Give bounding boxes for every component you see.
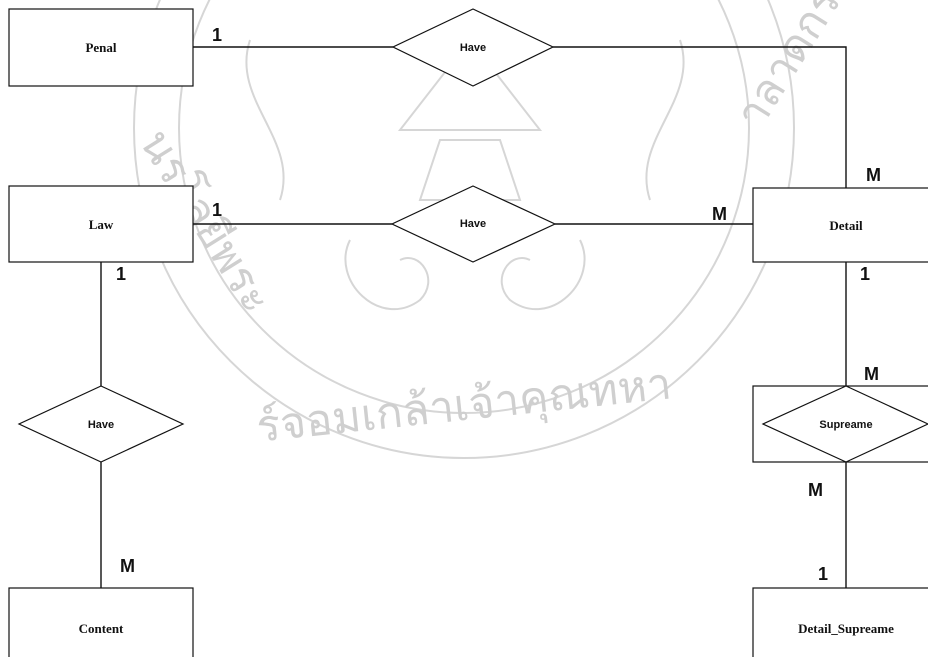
entity-law-label: Law <box>89 217 114 232</box>
cardinality-detail-supreame-up: 1 <box>818 564 828 584</box>
relationship-have-mid: Have <box>392 186 555 262</box>
entity-penal-label: Penal <box>85 40 116 55</box>
entity-law: Law <box>9 186 193 262</box>
entity-detail-label: Detail <box>829 218 863 233</box>
relationship-have-top: Have <box>393 9 553 86</box>
cardinality-supreame-down: M <box>808 480 823 500</box>
watermark-right-text: าลาดกระบัง <box>726 0 890 137</box>
relationship-have-left-label: Have <box>88 419 114 431</box>
cardinality-have-detail-mid: M <box>712 204 727 224</box>
relationship-have-top-label: Have <box>460 42 486 54</box>
entity-detail-supreame: Detail_Supreame <box>753 588 928 657</box>
entity-content-label: Content <box>79 621 124 636</box>
cardinality-law-down: 1 <box>116 264 126 284</box>
cardinality-content-up: M <box>120 556 135 576</box>
cardinality-law-have: 1 <box>212 200 222 220</box>
cardinality-penal-have: 1 <box>212 25 222 45</box>
entity-detail-supreame-label: Detail_Supreame <box>798 621 894 636</box>
entity-detail: Detail <box>753 188 928 262</box>
relationship-have-mid-label: Have <box>460 218 486 230</box>
cardinality-supreame-up: M <box>864 364 879 384</box>
entity-content: Content <box>9 588 193 657</box>
cardinality-detail-down: 1 <box>860 264 870 284</box>
entity-penal: Penal <box>9 9 193 86</box>
cardinality-have-detail-top: M <box>866 165 881 185</box>
relationship-supreame-label: Supreame <box>819 419 872 431</box>
relationship-have-left: Have <box>19 386 183 462</box>
